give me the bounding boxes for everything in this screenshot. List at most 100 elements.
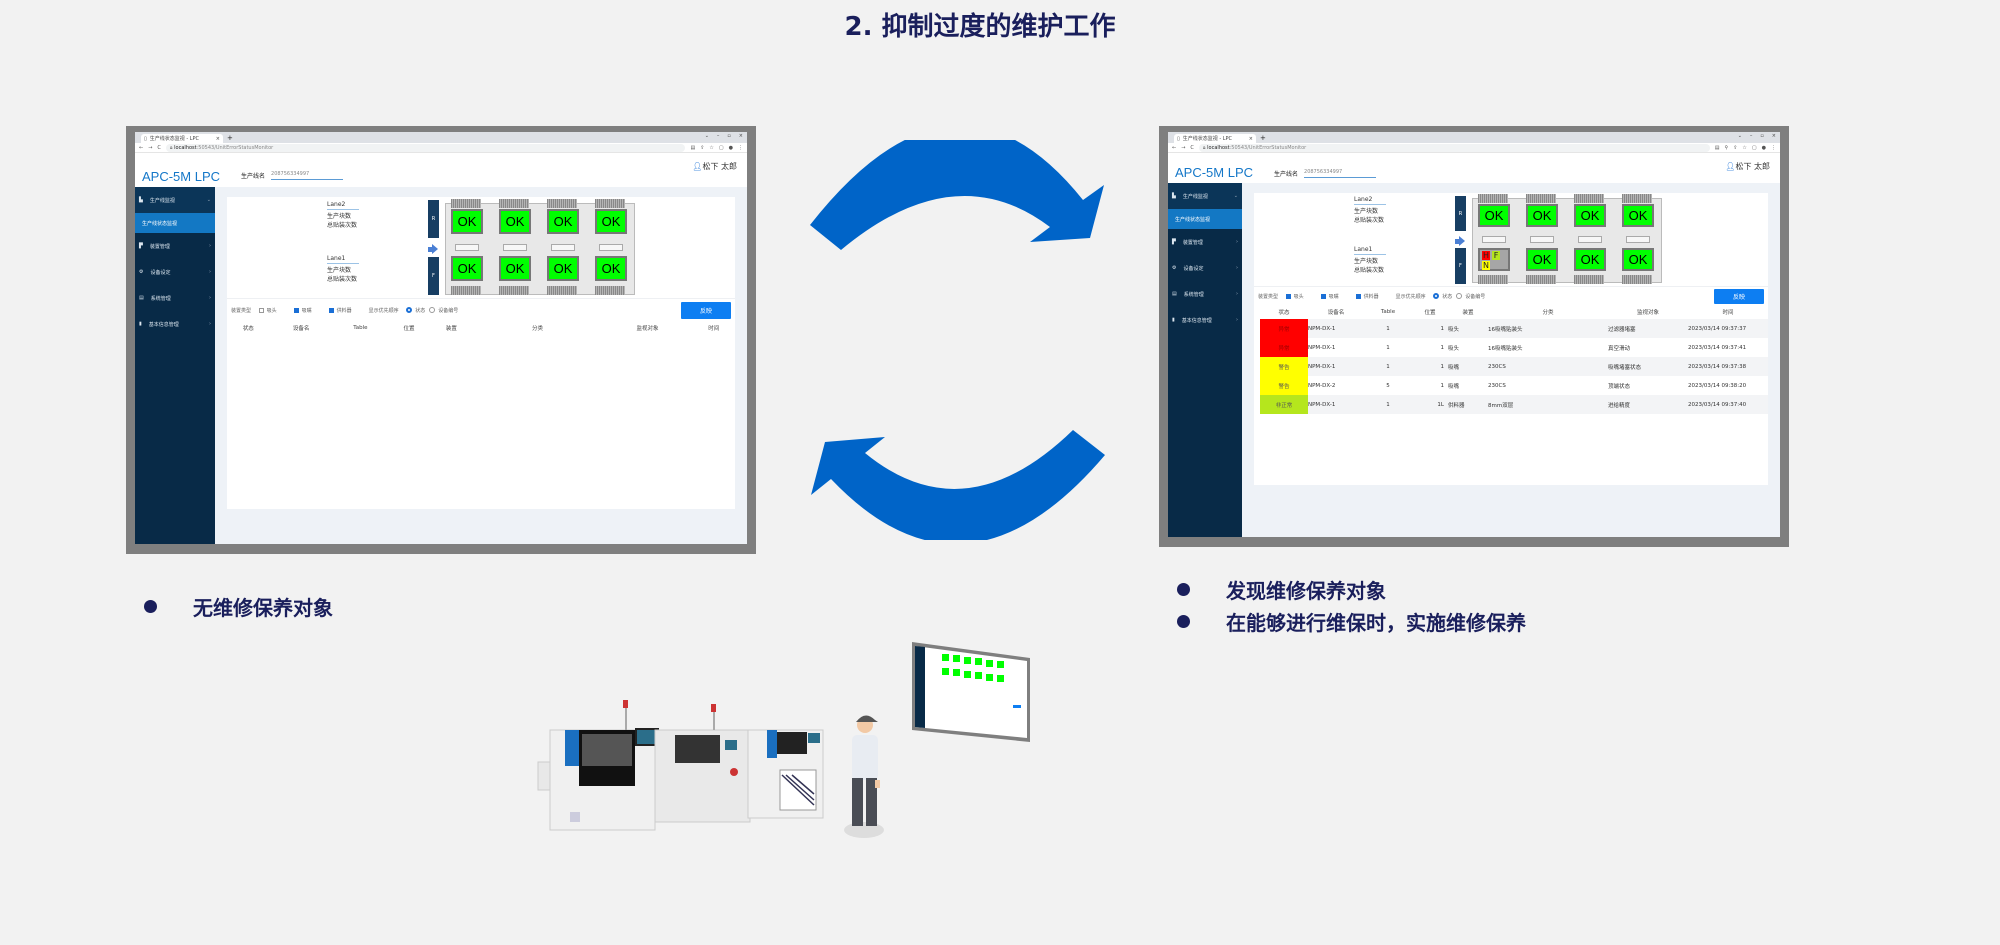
table-row[interactable]: 异常 NPM-DX-1 1 1 吸头 16吸嘴贴装头 真空滑动 2023/03/… xyxy=(1260,338,1768,357)
maximize-icon[interactable]: ▫ xyxy=(727,133,731,139)
col-position[interactable]: 位置 xyxy=(403,326,415,332)
url-input[interactable]: 🔒︎ localhost:50543/UnitErrorStatusMonito… xyxy=(1198,143,1710,152)
head-status-ok[interactable]: OK xyxy=(499,256,531,281)
order-device-radio[interactable] xyxy=(1456,293,1463,299)
maximize-icon[interactable]: ▫ xyxy=(1760,133,1764,139)
head-status-ok[interactable]: OK xyxy=(547,209,579,234)
tab-search-icon[interactable]: ⌄ xyxy=(704,133,709,139)
profile-icon[interactable]: ● xyxy=(728,144,733,151)
table-row[interactable]: 警告 NPM-DX-2 5 1 吸嘴 230CS 顶端状态 2023/03/14… xyxy=(1260,376,1768,395)
share-icon[interactable]: ⇪ xyxy=(1733,144,1738,151)
minimize-icon[interactable]: – xyxy=(716,133,720,139)
reload-icon[interactable]: C xyxy=(157,144,161,151)
star-icon[interactable]: ☆ xyxy=(709,144,714,151)
col-table[interactable]: Table xyxy=(1380,309,1396,315)
url-input[interactable]: 🔒︎ localhost:50543/UnitErrorStatusMonito… xyxy=(165,143,686,152)
sidebar-item-equipment-settings[interactable]: ⚙设备设定› xyxy=(135,259,215,285)
share-icon[interactable]: ⇪ xyxy=(700,144,705,151)
head-status-ok[interactable]: OK xyxy=(1622,248,1654,271)
nozzle-checkbox[interactable] xyxy=(293,307,299,313)
col-category[interactable]: 分类 xyxy=(1542,310,1554,316)
table-row[interactable]: 异常 NPM-DX-1 1 1 吸头 16吸嘴贴装头 过滤器堵塞 2023/03… xyxy=(1260,319,1768,338)
line-name-input[interactable]: 208756334997 xyxy=(1304,169,1377,178)
col-target[interactable]: 监视对象 xyxy=(636,326,659,332)
head-status-ok[interactable]: OK xyxy=(451,209,483,234)
sidepanel-icon[interactable]: ▢ xyxy=(1751,144,1757,151)
head-status-ok[interactable]: OK xyxy=(1526,204,1558,227)
tab-search-icon[interactable]: ⌄ xyxy=(1737,133,1742,139)
reload-icon[interactable]: C xyxy=(1190,144,1194,151)
new-tab-icon[interactable]: + xyxy=(227,134,233,142)
back-icon[interactable]: ← xyxy=(1172,144,1177,151)
sidebar-item-equipment-settings[interactable]: ⚙设备设定› xyxy=(1168,255,1242,281)
head-status-ok[interactable]: OK xyxy=(547,256,579,281)
sidebar-item-device-mgmt[interactable]: ▛装置管理› xyxy=(135,233,215,259)
translate-icon[interactable]: ▤ xyxy=(690,144,696,151)
head-checkbox[interactable] xyxy=(1285,293,1291,299)
head-status-ok[interactable]: OK xyxy=(499,209,531,234)
col-unit[interactable]: 装置 xyxy=(1462,310,1474,316)
col-status[interactable]: 状态 xyxy=(242,326,254,332)
order-device-radio[interactable] xyxy=(429,307,436,313)
col-device[interactable]: 设备名 xyxy=(292,326,310,332)
back-icon[interactable]: ← xyxy=(139,144,144,151)
close-tab-icon[interactable]: × xyxy=(1248,135,1253,142)
table-row[interactable]: 非正常 NPM-DX-1 1 1L 供料器 8mm双层 进给精度 2023/03… xyxy=(1260,395,1768,414)
profile-icon[interactable]: ● xyxy=(1761,144,1766,151)
zoom-icon[interactable]: ⚲ xyxy=(1724,144,1729,151)
col-unit[interactable]: 装置 xyxy=(445,326,457,332)
sidebar-item-system-mgmt[interactable]: ▤系统管理› xyxy=(1168,281,1242,307)
col-status[interactable]: 状态 xyxy=(1278,310,1290,316)
close-tab-icon[interactable]: × xyxy=(215,135,220,142)
head-status-ok[interactable]: OK xyxy=(1574,204,1606,227)
close-window-icon[interactable]: × xyxy=(738,133,743,139)
head-status-ok[interactable]: OK xyxy=(451,256,483,281)
star-icon[interactable]: ☆ xyxy=(1742,144,1747,151)
sidebar-item-basic-info[interactable]: ▮基本信息管理› xyxy=(135,311,215,337)
head-status-ok[interactable]: OK xyxy=(1622,204,1654,227)
sidebar-item-line-monitor[interactable]: ▙生产线监视⌄ xyxy=(1168,183,1242,209)
menu-icon[interactable]: ⋮ xyxy=(738,144,743,151)
browser-tab[interactable]: ▯生产线状态监视 - LPC× xyxy=(1174,134,1256,143)
col-time[interactable]: 时间 xyxy=(708,326,720,332)
col-target[interactable]: 监视对象 xyxy=(1636,310,1659,316)
sidebar-item-basic-info[interactable]: ▮基本信息管理› xyxy=(1168,307,1242,333)
minimize-icon[interactable]: – xyxy=(1749,133,1753,139)
head-checkbox[interactable] xyxy=(258,307,264,313)
sidepanel-icon[interactable]: ▢ xyxy=(718,144,724,151)
table-row[interactable]: 警告 NPM-DX-1 1 1 吸嘴 230CS 吸嘴堵塞状态 2023/03/… xyxy=(1260,357,1768,376)
head-status-ok[interactable]: OK xyxy=(1526,248,1558,271)
nozzle-checkbox[interactable] xyxy=(1320,293,1326,299)
head-status-ok[interactable]: OK xyxy=(595,209,627,234)
forward-icon[interactable]: → xyxy=(148,144,153,151)
col-position[interactable]: 位置 xyxy=(1424,310,1436,316)
reflect-button[interactable]: 反映 xyxy=(1714,289,1764,304)
menu-icon[interactable]: ⋮ xyxy=(1771,144,1776,151)
sidebar-item-system-mgmt[interactable]: ▤系统管理› xyxy=(135,285,215,311)
forward-icon[interactable]: → xyxy=(1181,144,1186,151)
col-time[interactable]: 时间 xyxy=(1722,310,1734,316)
head-status-ok[interactable]: OK xyxy=(595,256,627,281)
sidebar-item-line-monitor[interactable]: ▙生产线监视⌄ xyxy=(135,187,215,213)
col-category[interactable]: 分类 xyxy=(532,326,544,332)
feeder-checkbox[interactable] xyxy=(328,307,334,313)
col-device[interactable]: 设备名 xyxy=(1327,310,1345,316)
new-tab-icon[interactable]: + xyxy=(1260,134,1266,142)
reflect-button[interactable]: 反映 xyxy=(681,302,731,319)
feeder-checkbox[interactable] xyxy=(1355,293,1361,299)
sidebar-item-line-status[interactable]: 生产线状态监视 xyxy=(135,213,215,233)
head-status-ok[interactable]: OK xyxy=(1574,248,1606,271)
close-window-icon[interactable]: × xyxy=(1771,133,1776,139)
col-table[interactable]: Table xyxy=(353,325,368,331)
user-menu[interactable]: 👤︎松下 太郎 xyxy=(1725,161,1770,172)
order-status-radio[interactable] xyxy=(406,307,413,313)
head-status-error[interactable]: H F N xyxy=(1478,248,1510,271)
head-status-ok[interactable]: OK xyxy=(1478,204,1510,227)
sidebar-item-line-status[interactable]: 生产线状态监视 xyxy=(1168,209,1242,229)
order-status-radio[interactable] xyxy=(1433,293,1440,299)
user-menu[interactable]: 👤︎松下 太郎 xyxy=(692,161,737,172)
browser-tab[interactable]: ▯生产线状态监视 - LPC× xyxy=(141,134,223,143)
translate-icon[interactable]: ▤ xyxy=(1714,144,1720,151)
line-name-input[interactable]: 208756334997 xyxy=(271,171,344,180)
sidebar-item-device-mgmt[interactable]: ▛装置管理› xyxy=(1168,229,1242,255)
